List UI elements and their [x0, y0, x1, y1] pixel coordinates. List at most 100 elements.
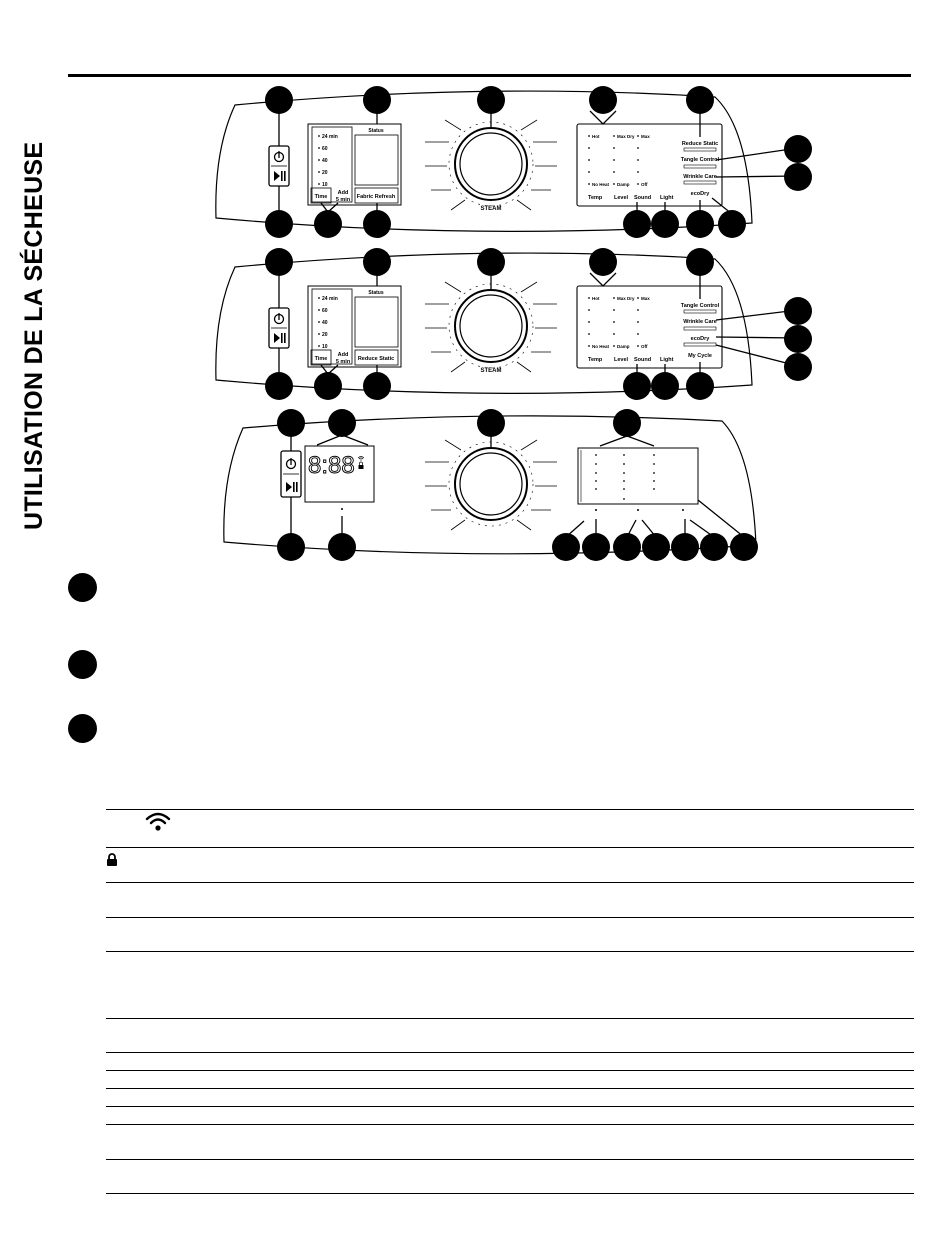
callout-circle: [730, 533, 758, 561]
panel-1: Status 24 min 60 40 20 10 Time Add 5 min…: [215, 90, 799, 232]
add-button-2-line1[interactable]: Add: [338, 352, 349, 358]
callout-circle: [265, 372, 293, 400]
callout-circle: [642, 533, 670, 561]
callout-circle: [477, 409, 505, 437]
svg-text:40: 40: [322, 158, 328, 164]
time-options: 24 min 60 40 20 10: [318, 134, 338, 188]
svg-text:Wrinkle Care: Wrinkle Care: [683, 174, 717, 180]
svg-text:Reduce Static: Reduce Static: [682, 141, 718, 147]
wifi-icon: [145, 812, 171, 831]
table-rule: [106, 809, 914, 810]
svg-text:24 min: 24 min: [322, 296, 338, 302]
settings-leds: [595, 454, 684, 511]
callout-circle: [613, 409, 641, 437]
svg-text:ecoDry: ecoDry: [691, 191, 711, 197]
callout-circle: [363, 86, 391, 114]
add-button-line2[interactable]: 5 min: [336, 197, 351, 203]
cycle-dial-2[interactable]: [424, 281, 558, 373]
callout-circle: [589, 86, 617, 114]
callout-circle: [700, 533, 728, 561]
callout-circle: [277, 409, 305, 437]
power-start-buttons[interactable]: [268, 145, 290, 187]
callout-circle: [363, 210, 391, 238]
table-rule: [106, 1018, 914, 1019]
time-display: 8:88: [308, 452, 355, 479]
callout-circle: [623, 210, 651, 238]
svg-text:Damp: Damp: [617, 344, 630, 349]
reduce-static-button[interactable]: Reduce Static: [358, 356, 394, 362]
table-rule: [106, 1124, 914, 1125]
side-title-text: UTILISATION DE LA SÉCHEUSE: [19, 142, 48, 530]
table-rule: [106, 882, 914, 883]
time-button[interactable]: Time: [315, 194, 328, 200]
svg-text:20: 20: [322, 332, 328, 338]
bottom-buttons-2[interactable]: Temp Level Sound Light: [588, 357, 674, 363]
svg-text:Temp: Temp: [588, 357, 603, 363]
svg-text:Wrinkle Care: Wrinkle Care: [683, 319, 717, 325]
svg-text:Light: Light: [660, 357, 674, 363]
time-button-2[interactable]: Time: [315, 356, 328, 362]
panel-2: Status 24 min 60 40 20 10 Time Add 5 min…: [215, 252, 799, 394]
add-button-line1[interactable]: Add: [338, 190, 349, 196]
callout-circle: [686, 248, 714, 276]
lock-indicator-icon: [358, 461, 364, 469]
callout-circle: [328, 409, 356, 437]
svg-text:No Heat: No Heat: [592, 344, 610, 349]
status-label: Status: [368, 128, 384, 134]
cycle-dial[interactable]: [424, 119, 558, 211]
callout-circle: [277, 533, 305, 561]
svg-text:60: 60: [322, 308, 328, 314]
power-start-buttons-2[interactable]: [268, 307, 290, 349]
option-buttons-2[interactable]: Tangle Control Wrinkle Care ecoDry My Cy…: [681, 303, 720, 359]
callout-circle: [314, 210, 342, 238]
svg-text:24 min: 24 min: [322, 134, 338, 140]
steam-label: STEAM: [481, 206, 502, 212]
callout-circle: [363, 248, 391, 276]
settings-grid: Hot Max Dry Max No Heat Damp Off: [588, 134, 650, 187]
side-title: UTILISATION DE LA SÉCHEUSE: [19, 142, 48, 530]
table-rule: [106, 1088, 914, 1089]
svg-text:Tangle Control: Tangle Control: [681, 157, 720, 163]
fabric-refresh-button[interactable]: Fabric Refresh: [357, 194, 396, 200]
callout-circle: [784, 135, 812, 163]
table-rule: [106, 1052, 914, 1053]
svg-text:Hot: Hot: [592, 134, 600, 139]
time-options-2: 24 min 60 40 20 10: [318, 296, 338, 350]
callout-circle: [613, 533, 641, 561]
option-buttons[interactable]: Reduce Static Tangle Control Wrinkle Car…: [681, 141, 720, 197]
callout-circle: [314, 372, 342, 400]
svg-text:60: 60: [322, 146, 328, 152]
callout-circle: [582, 533, 610, 561]
callout-circle: [265, 210, 293, 238]
steam-label-2: STEAM: [481, 368, 502, 374]
add-button-2-line2[interactable]: 5 min: [336, 359, 351, 365]
callout-circle: [363, 372, 391, 400]
callout-circle: [718, 210, 746, 238]
cycle-dial-3[interactable]: [424, 439, 558, 531]
control-panel-diagram: Status 24 min 60 40 20 10 Time Add 5 min…: [215, 90, 799, 555]
callout-circle: [651, 210, 679, 238]
section-bullet: [68, 573, 97, 602]
top-rule: [68, 74, 911, 77]
table-rule: [106, 1106, 914, 1107]
table-rule: [106, 1070, 914, 1071]
settings-grid-2: Hot Max Dry Max No Heat Damp Off: [588, 296, 650, 349]
svg-text:20: 20: [322, 170, 328, 176]
svg-text:Off: Off: [641, 344, 648, 349]
svg-text:10: 10: [322, 344, 328, 350]
svg-text:Sound: Sound: [634, 357, 651, 363]
table-rule: [106, 1193, 914, 1194]
callout-circle: [686, 210, 714, 238]
callout-circle: [671, 533, 699, 561]
svg-text:Max Dry: Max Dry: [617, 134, 635, 139]
svg-text:My Cycle: My Cycle: [688, 353, 712, 359]
svg-text:Max: Max: [641, 296, 650, 301]
callout-circle: [265, 248, 293, 276]
callout-circle: [623, 372, 651, 400]
bottom-buttons[interactable]: Temp Level Sound Light: [588, 195, 674, 201]
svg-text:Max Dry: Max Dry: [617, 296, 635, 301]
svg-text:Tangle Control: Tangle Control: [681, 303, 720, 309]
table-rule: [106, 1159, 914, 1160]
svg-text:Light: Light: [660, 195, 674, 201]
table-rule: [106, 847, 914, 848]
